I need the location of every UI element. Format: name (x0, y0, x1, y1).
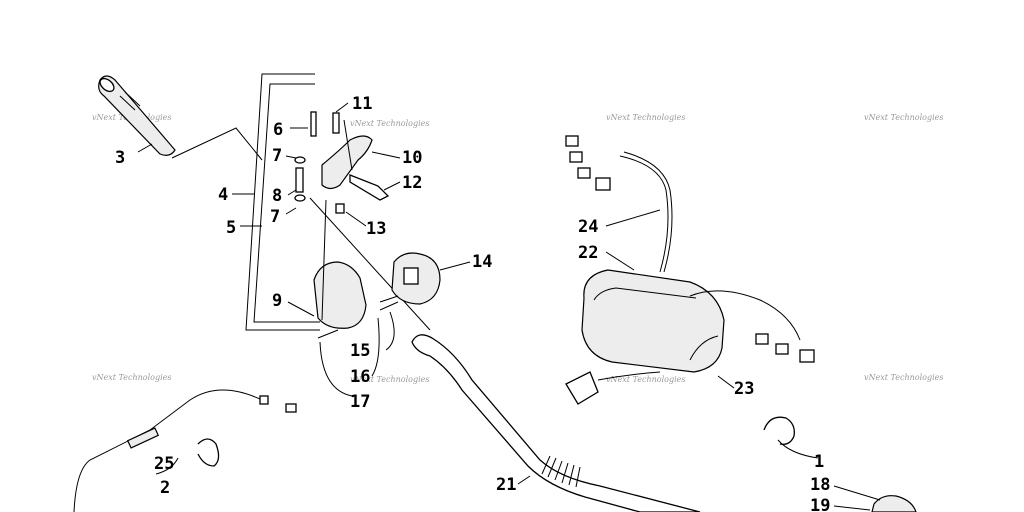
clamp-parts (763, 416, 917, 512)
callout-22: 22 (578, 243, 598, 263)
callout-25: 25 (154, 454, 174, 474)
handlebar-pad-part (565, 135, 815, 405)
callout-18: 18 (810, 475, 830, 495)
callout-7: 7 (272, 146, 282, 166)
callout-15: 15 (350, 341, 370, 361)
assembly-bracket (245, 73, 320, 331)
handlebar-part (411, 334, 701, 512)
callout-13: 13 (366, 219, 386, 239)
callout-14: 14 (472, 252, 492, 272)
callout-10: 10 (402, 148, 422, 168)
watermark: vNext Technologies (864, 113, 943, 122)
callout-19: 19 (810, 496, 830, 512)
callout-8: 8 (272, 186, 282, 206)
callout-5: 5 (226, 218, 236, 238)
throttle-assembly-part (294, 111, 390, 214)
switch-housing-part (379, 252, 441, 305)
callout-1: 1 (814, 452, 824, 472)
hand-grip-part (98, 75, 263, 161)
callout-2: 2 (160, 478, 170, 498)
callout-23: 23 (734, 379, 754, 399)
screw-parts (317, 301, 399, 397)
leader-lines (137, 102, 735, 485)
watermark: vNext Technologies (350, 375, 429, 384)
callout-labels: 1 2 3 4 5 6 7 7 8 9 10 11 12 13 14 15 16… (115, 94, 830, 512)
watermark: vNext Technologies (606, 375, 685, 384)
callout-21: 21 (496, 475, 516, 495)
watermark: vNext Technologies (606, 113, 685, 122)
callout-16: 16 (350, 367, 370, 387)
callout-3: 3 (115, 148, 125, 168)
callout-11: 11 (352, 94, 372, 114)
callout-9: 9 (272, 291, 282, 311)
callout-12: 12 (402, 173, 422, 193)
callout-17: 17 (350, 392, 370, 412)
callout-24: 24 (578, 217, 598, 237)
throttle-cable-part (73, 389, 297, 512)
throttle-housing-part (309, 197, 431, 331)
callout-7: 7 (270, 207, 280, 227)
watermark: vNext Technologies (350, 119, 429, 128)
callout-4: 4 (218, 185, 228, 205)
callout-6: 6 (273, 120, 283, 140)
watermark: vNext Technologies (864, 373, 943, 382)
watermarks: vNext Technologies vNext Technologies vN… (92, 113, 943, 384)
watermark: vNext Technologies (92, 373, 171, 382)
